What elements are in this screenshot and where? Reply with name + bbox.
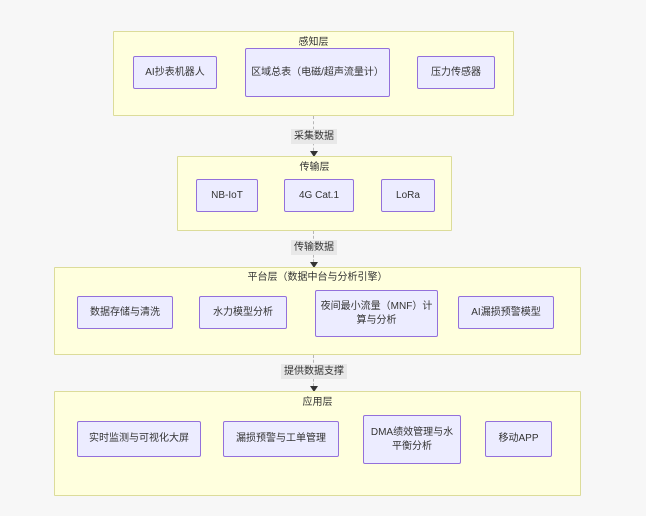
node-label: 4G Cat.1 bbox=[298, 189, 340, 201]
node-dma-performance-and-water-balance[interactable]: DMA绩效管理与水平衡分析 bbox=[363, 415, 461, 464]
node-label: 移动APP bbox=[498, 433, 539, 444]
node-ai-meter-reading-robot[interactable]: AI抄表机器人 bbox=[133, 56, 217, 89]
node-label: AI漏损预警模型 bbox=[471, 306, 541, 318]
node-4g-cat1[interactable]: 4G Cat.1 bbox=[284, 179, 354, 212]
node-lora[interactable]: LoRa bbox=[381, 179, 435, 212]
node-data-storage-and-cleaning[interactable]: 数据存储与清洗 bbox=[77, 296, 173, 329]
node-leakage-warning-and-work-order[interactable]: 漏损预警与工单管理 bbox=[223, 421, 339, 457]
edge-label-collect-data: 采集数据 bbox=[291, 129, 337, 144]
node-label: LoRa bbox=[396, 189, 420, 201]
node-label: DMA绩效管理与水平衡分析 bbox=[370, 426, 454, 452]
edge-platform-to-application-arrow bbox=[310, 386, 318, 392]
node-label: 漏损预警与工单管理 bbox=[236, 433, 326, 444]
node-label: 水力模型分析 bbox=[213, 306, 273, 318]
node-label: 数据存储与清洗 bbox=[90, 306, 160, 318]
node-label: NB-IoT bbox=[211, 189, 243, 201]
cluster-platform-title: 平台层（数据中台与分析引擎） bbox=[247, 272, 388, 283]
node-mnf-calculation-and-analysis[interactable]: 夜间最小流量（MNF）计算与分析 bbox=[315, 290, 438, 337]
node-label: 实时监测与可视化大屏 bbox=[89, 433, 189, 444]
node-pressure-sensor[interactable]: 压力传感器 bbox=[417, 56, 495, 89]
node-zone-master-meter[interactable]: 区域总表（电磁/超声流量计） bbox=[245, 48, 390, 97]
edge-perception-to-transmission-arrow bbox=[310, 151, 318, 157]
node-label: 夜间最小流量（MNF）计算与分析 bbox=[320, 300, 433, 326]
node-mobile-app[interactable]: 移动APP bbox=[485, 421, 552, 457]
node-realtime-monitoring-dashboard[interactable]: 实时监测与可视化大屏 bbox=[77, 421, 201, 457]
node-label: AI抄表机器人 bbox=[145, 66, 205, 78]
node-label: 压力传感器 bbox=[431, 66, 481, 78]
edge-label-provide-data-support: 提供数据支撑 bbox=[281, 364, 347, 379]
cluster-transmission-title: 传输层 bbox=[299, 162, 330, 173]
edge-transmission-to-platform-arrow bbox=[310, 262, 318, 268]
cluster-application-title: 应用层 bbox=[302, 397, 333, 408]
node-ai-leakage-warning-model[interactable]: AI漏损预警模型 bbox=[458, 296, 554, 329]
edge-label-transmit-data: 传输数据 bbox=[291, 240, 337, 255]
node-hydraulic-model-analysis[interactable]: 水力模型分析 bbox=[199, 296, 287, 329]
node-label: 区域总表（电磁/超声流量计） bbox=[251, 66, 384, 78]
node-nb-iot[interactable]: NB-IoT bbox=[196, 179, 258, 212]
